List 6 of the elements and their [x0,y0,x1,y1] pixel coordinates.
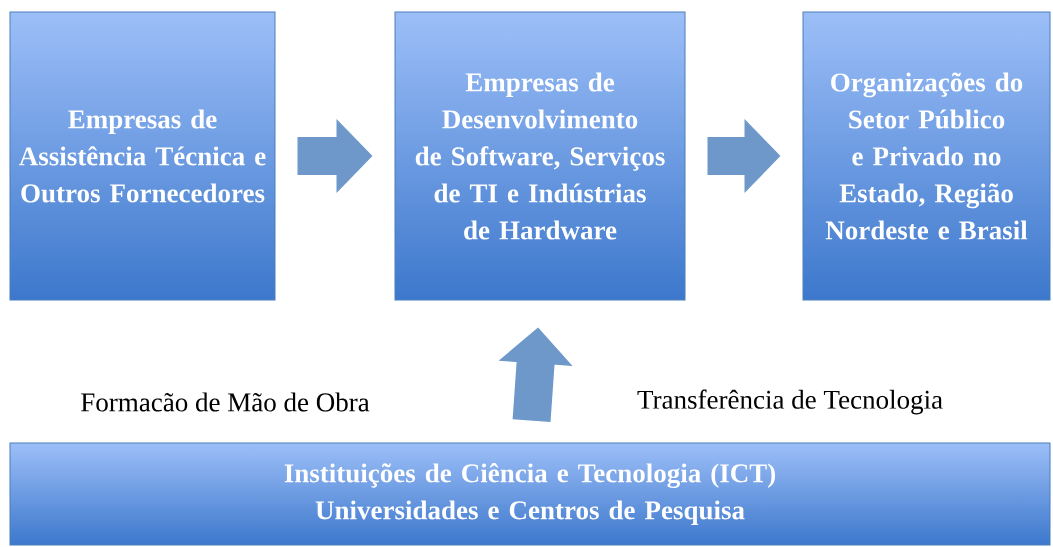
process-box: Empresas de Assistência Técnica e Outros Fornecedores [9,11,276,301]
process-box: Organizações do Setor Público e Privado no Estado, Região Nordeste e Brasil [802,11,1051,301]
band: Instituições de Ciência e Tecnologia (ICT) Universidades e Centros de Pesquisa [9,442,1051,546]
edge-caption: Transferência de Tecnologia [637,389,943,415]
process-box: Empresas de Desenvolvimento de Software, Serviços de TI e Indústrias de Hardware [394,11,686,301]
edge-caption: Formacão de Mão de Obra [81,392,370,412]
